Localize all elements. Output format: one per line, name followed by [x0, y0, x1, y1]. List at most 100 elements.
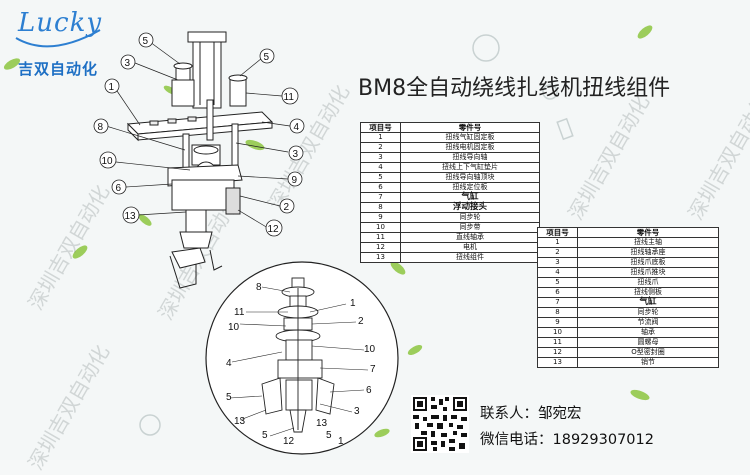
cell-part-name: 同步轮: [577, 307, 719, 318]
cell-item-no: 3: [360, 152, 401, 163]
cell-part-name: 扭线爪推块: [577, 267, 719, 278]
cell-item-no: 1: [537, 237, 578, 248]
cell-item-no: 1: [360, 132, 401, 143]
cell-item-no: 5: [360, 172, 401, 183]
cell-part-name: 电机: [400, 242, 540, 253]
cell-item-no: 4: [537, 267, 578, 278]
cell-part-name: 同步带: [400, 222, 540, 233]
cell-item-no: 10: [360, 222, 401, 233]
callout-number: 12: [283, 436, 295, 447]
callout-circle: 9: [287, 171, 303, 187]
cell-item-no: 13: [537, 357, 578, 368]
callout-circle: 3: [288, 145, 304, 161]
cell-item-no: 12: [360, 242, 401, 253]
callout-number: 11: [284, 92, 295, 103]
top-leader-lines: [105, 41, 291, 229]
cell-item-no: 11: [360, 232, 401, 243]
callout-number: 8: [256, 282, 262, 293]
table-header-row: 项目号 零件号: [537, 227, 719, 238]
cell-part-name: 扭线定位板: [400, 182, 540, 193]
callout-number: 7: [370, 364, 376, 375]
cell-item-no: 5: [537, 277, 578, 288]
logo-company-name: 吉双自动化: [18, 60, 99, 78]
cell-part-name: 扭线爪底板: [577, 257, 719, 268]
qr-code-icon: [411, 395, 469, 453]
callout-number: 9: [292, 175, 298, 186]
cell-item-no: 13: [360, 252, 401, 263]
cell-part-name: 浮动接头: [400, 202, 540, 213]
cell-part-name: 扭线电机固定板: [400, 142, 540, 153]
cell-part-name: 扭线上下气缸垫片: [400, 162, 540, 173]
cell-item-no: 6: [360, 182, 401, 193]
callout-number: 6: [366, 385, 372, 396]
callout-number: 13: [316, 418, 328, 429]
callout-circle: 10: [99, 151, 117, 169]
cell-part-name: 扭线导向轴顶块: [400, 172, 540, 183]
cell-item-no: 7: [537, 297, 578, 308]
callout-number: 1: [109, 82, 115, 93]
contact-person: 联系人：邹宛宏: [480, 406, 582, 422]
callout-number: 3: [125, 58, 131, 69]
callout-circle: 11: [281, 87, 299, 105]
company-logo: Lucky 吉双自动化: [10, 6, 110, 84]
column-header-part-no: 零件号: [400, 122, 540, 133]
cell-part-name: 节流阀: [577, 317, 719, 328]
cell-part-name: 销节: [577, 357, 719, 368]
callout-number: 2: [358, 316, 364, 327]
column-header-item-no: 项目号: [537, 227, 578, 238]
callout-circle: 12: [265, 219, 283, 237]
callout-number: 10: [364, 344, 376, 355]
cell-part-name: 扭线爪: [577, 277, 719, 288]
cell-item-no: 11: [537, 337, 578, 348]
callout-circle: 3: [120, 54, 136, 70]
background-objects: [139, 34, 574, 436]
cell-item-no: 12: [537, 347, 578, 358]
callout-circle: 4: [289, 118, 305, 134]
callout-circle: 6: [111, 179, 127, 195]
column-header-item-no: 项目号: [360, 122, 401, 133]
cell-item-no: 8: [360, 202, 401, 213]
callout-number: 5: [143, 36, 149, 47]
cell-item-no: 8: [537, 307, 578, 318]
top-callouts: 5 3 1 8 10 6 13 5 11 4 3 9 2 12: [93, 32, 305, 237]
callout-number: 4: [226, 358, 232, 369]
callout-number: 10: [102, 156, 114, 167]
table-header-row: 项目号 零件号: [360, 122, 540, 133]
cell-item-no: 2: [360, 142, 401, 153]
cell-item-no: 6: [537, 287, 578, 298]
cell-part-name: 直线轴承: [400, 232, 540, 243]
cell-item-no: 7: [360, 192, 401, 203]
cell-part-name: 圆螺母: [577, 337, 719, 348]
callout-circle: 2: [279, 198, 295, 214]
detail-view: [205, 261, 399, 455]
page-title: BM8全自动绕线扎线机扭线组件: [358, 76, 671, 101]
cell-part-name: 扭线主轴: [577, 237, 719, 248]
callout-number: 4: [294, 122, 300, 133]
callout-number: 3: [354, 406, 360, 417]
callout-circle: 8: [93, 118, 109, 134]
column-header-part-no: 零件号: [577, 227, 719, 238]
callout-number: 1: [350, 298, 356, 309]
cell-item-no: 4: [360, 162, 401, 173]
